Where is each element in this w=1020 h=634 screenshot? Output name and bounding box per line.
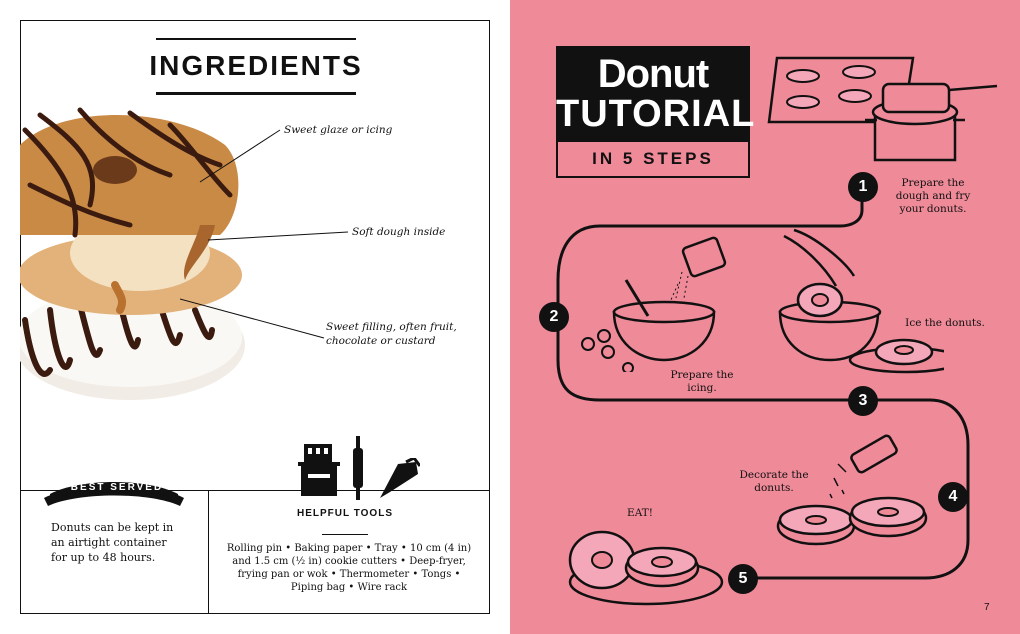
- step-1-text-line3: your donuts.: [899, 203, 967, 215]
- piping-bag-icon: [380, 458, 420, 498]
- icing-bowl-icon: [581, 236, 727, 372]
- column-divider: [208, 490, 209, 614]
- helpful-tools-rule: [322, 534, 368, 535]
- step-1-text: Prepare the dough and fry your donuts.: [890, 177, 976, 216]
- tutorial-title-donut: Donut: [597, 52, 710, 96]
- best-served-banner: [44, 482, 184, 506]
- page-frame: [20, 20, 490, 614]
- step-2-text: Prepare the icing.: [662, 369, 742, 395]
- tutorial-title-box: Donut TUTORIAL: [556, 46, 756, 140]
- bottom-divider: [20, 490, 490, 491]
- toaster-fryer-icon: [298, 444, 340, 496]
- tray-and-pot-icon: [767, 56, 998, 162]
- step-4-text-line1: Decorate the: [739, 469, 809, 481]
- tutorial-subtitle: IN 5 STEPS: [556, 140, 750, 178]
- step-3-text-line1: Ice the donuts.: [905, 317, 985, 329]
- step-4-text-line2: donuts.: [754, 482, 794, 494]
- step-2-number: 2: [539, 302, 569, 332]
- best-served-text: Donuts can be kept in an airtight contai…: [51, 521, 174, 564]
- tutorial-title-tutorial: TUTORIAL: [556, 93, 756, 135]
- step-3-number: 3: [848, 386, 878, 416]
- eat-donuts-icon: [568, 530, 724, 606]
- ice-donut-icon: [778, 228, 944, 374]
- filling-label-line2: chocolate or custard: [326, 335, 436, 347]
- step-path: [556, 186, 970, 580]
- label-leader-lines: [180, 129, 349, 339]
- step-1-text-line2: dough and fry: [895, 190, 971, 202]
- helpful-tools-heading: HELPFUL TOOLS: [297, 508, 393, 519]
- filling-label-line1: Sweet filling, often fruit,: [326, 321, 457, 333]
- dough-label: Soft dough inside: [352, 226, 446, 238]
- ingredients-title: INGREDIENTS: [149, 38, 361, 95]
- glaze-label: Sweet glaze or icing: [284, 124, 393, 136]
- step-2-text-line2: icing.: [687, 382, 717, 394]
- step-1-text-line1: Prepare the: [901, 177, 965, 189]
- decorate-donuts-icon: [776, 434, 928, 546]
- step-5-number: 5: [728, 564, 758, 594]
- step-5-text-line1: EAT!: [627, 507, 653, 519]
- rolling-pin-icon: [353, 436, 363, 500]
- step-3-text: Ice the donuts.: [900, 317, 990, 330]
- step-4-number: 4: [938, 482, 968, 512]
- step-5-text: EAT!: [618, 507, 662, 520]
- step-2-text-line1: Prepare the: [670, 369, 734, 381]
- best-served-heading: BEST SERVED: [70, 482, 164, 493]
- donut-photo: [20, 107, 245, 400]
- page-number: 7: [984, 602, 990, 613]
- step-1-number: 1: [848, 172, 878, 202]
- helpful-tools-text: Rolling pin • Baking paper • Tray • 10 c…: [226, 543, 472, 593]
- step-4-text: Decorate the donuts.: [734, 469, 814, 495]
